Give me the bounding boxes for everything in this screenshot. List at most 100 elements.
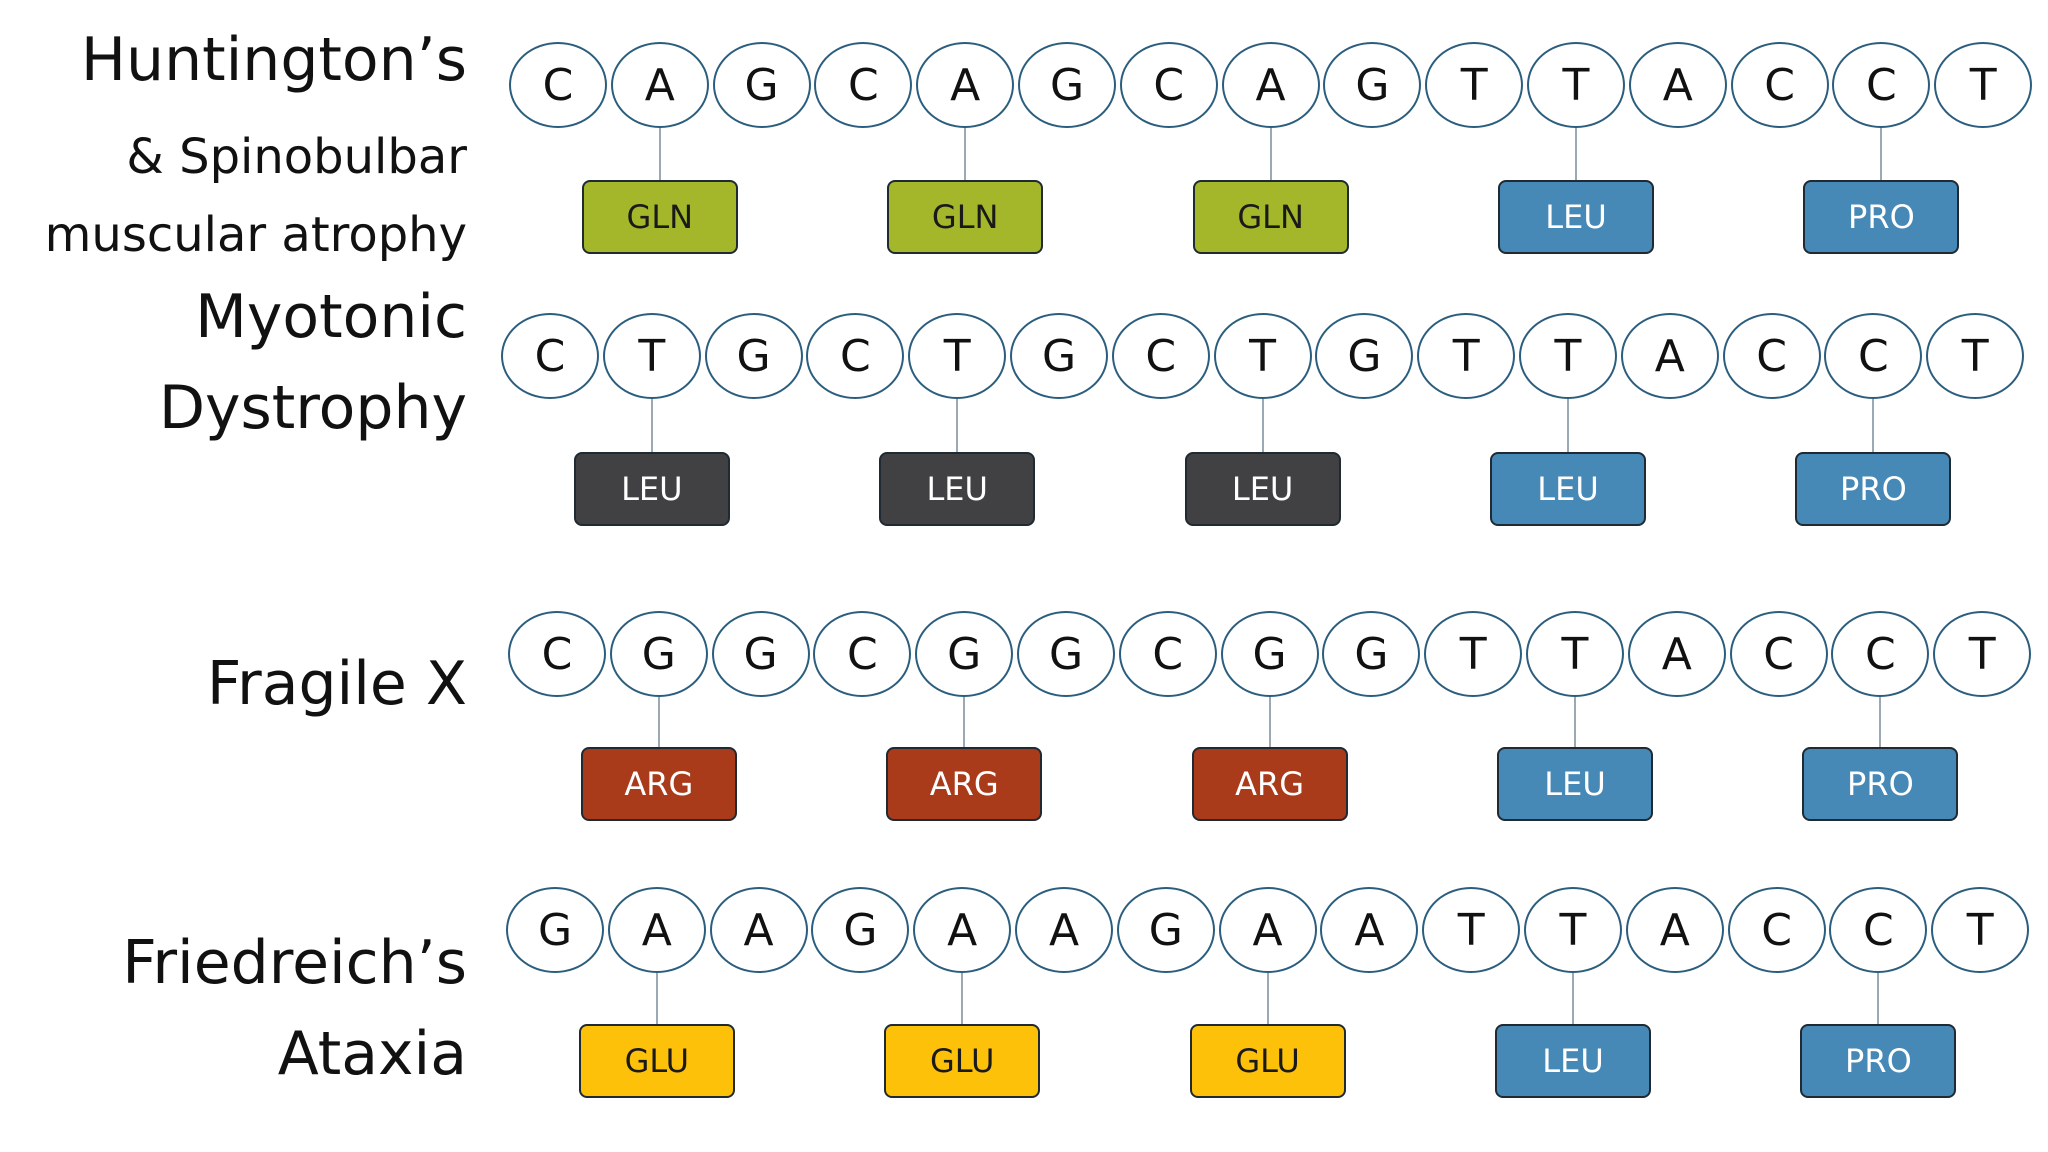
nucleotide-circle: T (1926, 313, 2025, 399)
nucleotide-circle: A (1015, 887, 1113, 973)
row-label-muscular-atrophy: muscular atrophy (44, 207, 467, 263)
amino-acid-box: GLU (1189, 1024, 1346, 1098)
nucleotide-circle: G (1322, 611, 1421, 697)
nucleotide-circle: T (1527, 42, 1625, 128)
nucleotide-circle: G (1220, 611, 1319, 697)
nucleotide-circle: T (1526, 611, 1624, 697)
row-label-huntingtons: Huntington’s (80, 25, 467, 95)
nucleotide-circle: A (1620, 313, 1719, 399)
nucleotide-circle: A (913, 887, 1012, 973)
codon-connector (961, 973, 964, 1024)
nucleotide-circle: T (1934, 42, 2033, 128)
nucleotide-circle: A (1320, 887, 1419, 973)
amino-acid-box: LEU (1184, 452, 1341, 526)
amino-acid-box: LEU (1490, 452, 1646, 526)
nucleotide-circle: G (811, 887, 910, 973)
amino-acid-box: LEU (573, 452, 730, 526)
amino-acid-box: GLN (1192, 180, 1349, 254)
amino-acid-box: GLU (578, 1024, 735, 1098)
row-label-spinobulbar: & Spinobulbar (126, 129, 467, 185)
nucleotide-circle: G (609, 611, 708, 697)
nucleotide-circle: A (709, 887, 808, 973)
codon-connector (1877, 973, 1880, 1024)
codon-connector (964, 128, 967, 180)
nucleotide-circle: C (813, 611, 912, 697)
amino-acid-box: PRO (1800, 1024, 1957, 1098)
nucleotide-circle: T (1424, 611, 1523, 697)
nucleotide-circle: T (1933, 611, 2032, 697)
nucleotide-circle: G (1017, 611, 1115, 697)
nucleotide-circle: G (1116, 887, 1215, 973)
codon-connector (1575, 128, 1577, 180)
nucleotide-circle: C (1829, 887, 1928, 973)
nucleotide-circle: A (610, 42, 709, 128)
nucleotide-circle: G (711, 611, 810, 697)
row-label-ataxia: Ataxia (277, 1019, 467, 1089)
amino-acid-box: LEU (1497, 747, 1653, 821)
nucleotide-circle: C (814, 42, 913, 128)
amino-acid-box: LEU (1495, 1024, 1651, 1098)
codon-connector (956, 399, 959, 452)
nucleotide-circle: C (1118, 611, 1217, 697)
row-label-dystrophy: Dystrophy (158, 373, 467, 443)
codon-connector (1567, 399, 1569, 452)
codon-connector (1879, 697, 1882, 747)
amino-acid-box: LEU (879, 452, 1036, 526)
codon-connector (963, 697, 966, 747)
nucleotide-circle: C (806, 313, 905, 399)
nucleotide-circle: T (1422, 887, 1521, 973)
nucleotide-circle: T (1213, 313, 1312, 399)
nucleotide-circle: T (908, 313, 1007, 399)
nucleotide-circle: T (1417, 313, 1516, 399)
nucleotide-circle: A (916, 42, 1015, 128)
nucleotide-circle: C (1832, 42, 1931, 128)
codon-connector (650, 399, 653, 452)
nucleotide-circle: T (602, 313, 701, 399)
nucleotide-circle: G (915, 611, 1014, 697)
nucleotide-circle: A (1628, 42, 1727, 128)
codon-connector (1880, 128, 1883, 180)
nucleotide-circle: T (1931, 887, 2030, 973)
row-label-myotonic: Myotonic (195, 282, 467, 352)
nucleotide-circle: C (1727, 887, 1826, 973)
amino-acid-box: ARG (580, 747, 737, 821)
nucleotide-circle: T (1425, 42, 1524, 128)
codon-connector (1266, 973, 1269, 1024)
nucleotide-circle: G (1315, 313, 1414, 399)
amino-acid-box: PRO (1795, 452, 1952, 526)
amino-acid-box: GLU (884, 1024, 1041, 1098)
amino-acid-box: LEU (1498, 180, 1654, 254)
nucleotide-circle: C (1729, 611, 1828, 697)
nucleotide-circle: G (712, 42, 811, 128)
nucleotide-circle: G (1018, 42, 1116, 128)
nucleotide-circle: C (1722, 313, 1821, 399)
nucleotide-circle: A (1221, 42, 1320, 128)
nucleotide-circle: A (1627, 611, 1726, 697)
nucleotide-circle: G (506, 887, 604, 973)
codon-connector (1269, 128, 1272, 180)
nucleotide-circle: G (1323, 42, 1422, 128)
amino-acid-box: GLN (887, 180, 1044, 254)
codon-connector (658, 128, 661, 180)
codon-connector (657, 697, 660, 747)
amino-acid-box: GLN (581, 180, 738, 254)
row-label-friedreichs: Friedreich’s (122, 928, 467, 998)
amino-acid-box: ARG (1191, 747, 1348, 821)
codon-connector (1268, 697, 1271, 747)
codon-connector (1574, 697, 1576, 747)
nucleotide-circle: G (704, 313, 803, 399)
nucleotide-circle: A (1218, 887, 1317, 973)
nucleotide-circle: C (509, 42, 607, 128)
nucleotide-circle: C (508, 611, 606, 697)
nucleotide-circle: A (607, 887, 706, 973)
nucleotide-circle: C (1119, 42, 1218, 128)
row-label-fragile-x: Fragile X (206, 649, 467, 719)
codon-connector (1261, 399, 1264, 452)
nucleotide-circle: C (501, 313, 599, 399)
nucleotide-circle: C (1824, 313, 1923, 399)
amino-acid-box: PRO (1802, 747, 1959, 821)
nucleotide-circle: G (1010, 313, 1108, 399)
nucleotide-circle: T (1519, 313, 1617, 399)
nucleotide-circle: T (1524, 887, 1622, 973)
